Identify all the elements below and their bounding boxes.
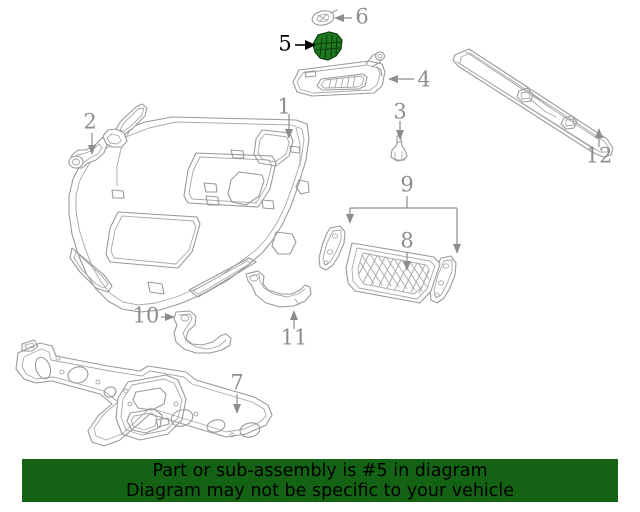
callout-9-label: 9 <box>400 173 413 197</box>
notice-banner-line-2: Diagram may not be specific to your vehi… <box>125 480 515 501</box>
part-retainer-grommet <box>311 9 338 26</box>
callout-4: 4 <box>388 68 431 92</box>
part-cargo-net <box>345 242 441 304</box>
callout-6: 6 <box>334 5 369 29</box>
callout-12-label: 12 <box>586 144 613 168</box>
callout-11-label: 11 <box>281 326 308 350</box>
part-assist-grip-rod <box>68 103 148 169</box>
notice-banner: Part or sub-assembly is #5 in diagram Di… <box>22 459 618 502</box>
part-headliner <box>68 116 310 313</box>
part-visor-holder-clip <box>312 31 343 61</box>
part-visor-support-hook <box>390 135 408 162</box>
callout-5: 5 <box>278 32 316 56</box>
callout-2: 2 <box>83 110 97 155</box>
callout-8-label: 8 <box>400 229 413 253</box>
callout-1: 1 <box>277 95 293 139</box>
callout-5-label: 5 <box>278 32 291 56</box>
callout-4-label: 4 <box>417 68 430 92</box>
callout-8: 8 <box>400 229 414 271</box>
callout-1-label: 1 <box>277 95 290 119</box>
callout-10-label: 10 <box>133 304 160 328</box>
callout-2-label: 2 <box>83 110 96 134</box>
part-coat-hook-right <box>245 270 312 308</box>
callout-10: 10 <box>133 304 175 328</box>
callout-3: 3 <box>393 100 407 140</box>
callout-7: 7 <box>230 371 244 414</box>
notice-banner-line-1: Part or sub-assembly is #5 in diagram <box>152 460 488 481</box>
callout-6-label: 6 <box>355 5 368 29</box>
part-roof-side-trim-molding <box>452 48 614 158</box>
part-sun-visor <box>292 51 386 97</box>
part-coat-hook-left <box>173 310 232 354</box>
callout-7-label: 7 <box>230 371 243 395</box>
callout-9: 9 <box>346 173 461 254</box>
callout-12: 12 <box>586 128 613 168</box>
callout-3-label: 3 <box>393 100 406 124</box>
callout-11: 11 <box>281 310 308 350</box>
part-roof-crossmember <box>15 339 273 447</box>
